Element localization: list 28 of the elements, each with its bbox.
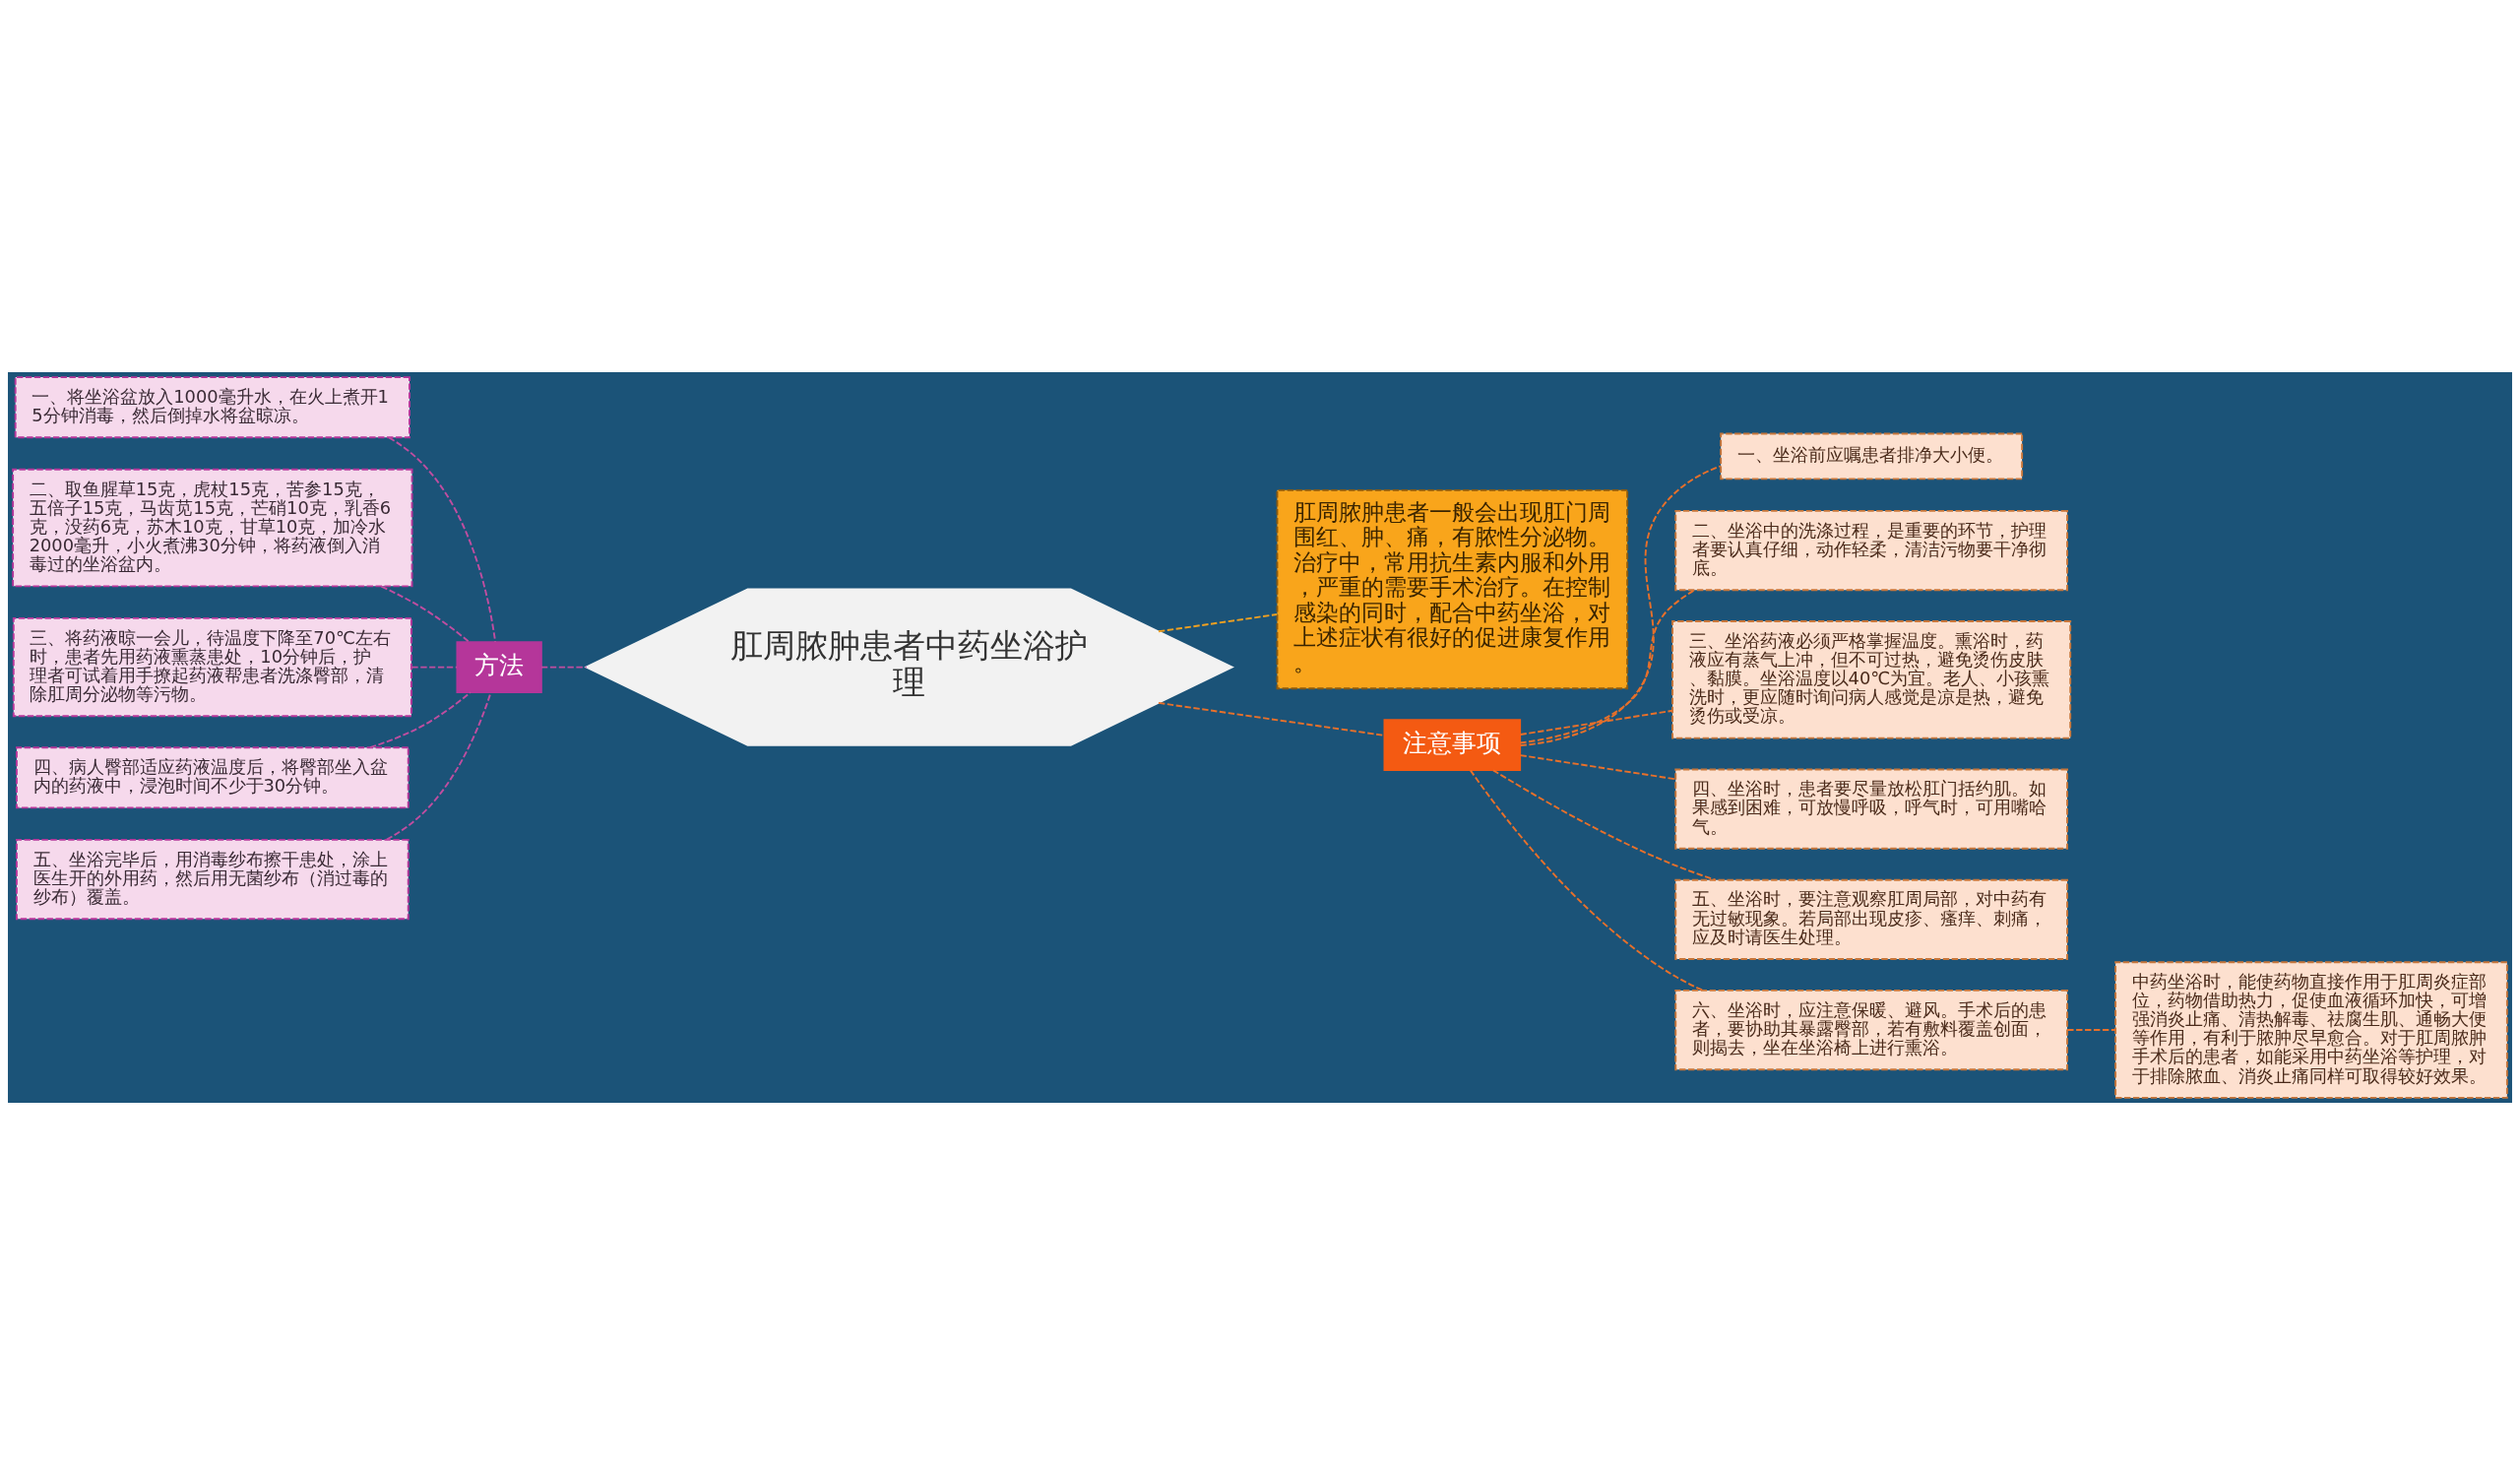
node-box: 五、坐浴完毕后，用消毒纱布擦干患处，涂上医生开的外用药，然后用无菌纱布（消过毒的纱布）覆盖。 [16, 838, 410, 920]
connector [388, 436, 497, 643]
node-box: 二、取鱼腥草15克，虎杖15克，苦参15克，五倍子15克，马齿苋15克，芒硝10克，乳香6克，没药6克，苏木10克，甘草10克，加冷水2000毫升，小火煮沸30分钟，将药液倒入消毒过的坐浴盆内。 [12, 468, 413, 587]
node-box: 六、坐浴时，应注意保暖、避风。手术后的患者，要协助其暴露臀部，若有敷料覆盖创面，则揭去，坐在坐浴椅上进行熏浴。 [1674, 989, 2068, 1070]
node-box: 中药坐浴时，能使药物直接作用于肛周炎症部位，药物借助热力，促使血液循环加快，可增强消炎止痛、清热解毒、祛腐生肌、通畅大便等作用，有利于脓肿尽早愈合。对于肛周脓肿手术后的患者，如能采用中药坐浴等护理，对于排除脓血、消炎止痛同样可取得较好效果。 [2114, 960, 2508, 1099]
connector [410, 666, 459, 669]
connector [1519, 464, 1722, 746]
connector [368, 690, 472, 748]
node-box: 五、坐浴时，要注意观察肛周局部，对中药有无过敏现象。若局部出现皮疹、瘙痒、刺痛，应及时请医生处理。 [1674, 878, 2068, 960]
node-box: 一、坐浴前应嘱患者排净大小便。 [1720, 432, 2024, 480]
connector [2066, 1028, 2116, 1031]
connector [1519, 709, 1673, 736]
node-box: 二、坐浴中的洗涤过程，是重要的环节，护理者要认真仔细，动作轻柔，清洁污物要干净彻底。 [1674, 509, 2068, 591]
connector [380, 585, 471, 643]
node-box: 四、坐浴时，患者要尽量放松肛门括约肌。如果感到困难，可放慢呼吸，呼气时，可用嘴哈气。 [1674, 768, 2068, 850]
connector [1469, 768, 1704, 992]
node-box: 注意事项 [1383, 718, 1522, 771]
connector [1519, 588, 1696, 743]
connector [1492, 768, 1717, 881]
node-box: 三、将药液晾一会儿，待温度下降至70℃左右时，患者先用药液熏蒸患处，10分钟后，护理者可试着用手撩起药液帮患者洗涤臀部，清除肛周分泌物等污物。 [12, 616, 412, 717]
connector [540, 666, 588, 669]
node-box: 方法 [456, 640, 542, 693]
node-box: 肛周脓肿患者一般会出现肛门周围红、肿、痛，有脓性分泌物。治疗中，常用抗生素内服和外用，严重的需要手术治疗。在控制感染的同时，配合中药坐浴，对上述症状有很好的促进康复作用。 [1276, 488, 1629, 689]
connector [1158, 612, 1279, 632]
node-box: 三、坐浴药液必须严格掌握温度。熏浴时，药液应有蒸气上冲，但不可过热，避免烫伤皮肤、黏膜。坐浴温度以40℃为宜。老人、小孩熏洗时，更应随时询问病人感觉是凉是热，避免烫伤或受凉。 [1671, 619, 2072, 739]
connector [1519, 753, 1677, 780]
node-box: 一、将坐浴盆放入1000毫升水，在火上煮开15分钟消毒，然后倒掉水将盆晾凉。 [14, 375, 410, 438]
node-box: 四、病人臀部适应药液温度后，将臀部坐入盆内的药液中，浸泡时间不少于30分钟。 [16, 745, 410, 808]
